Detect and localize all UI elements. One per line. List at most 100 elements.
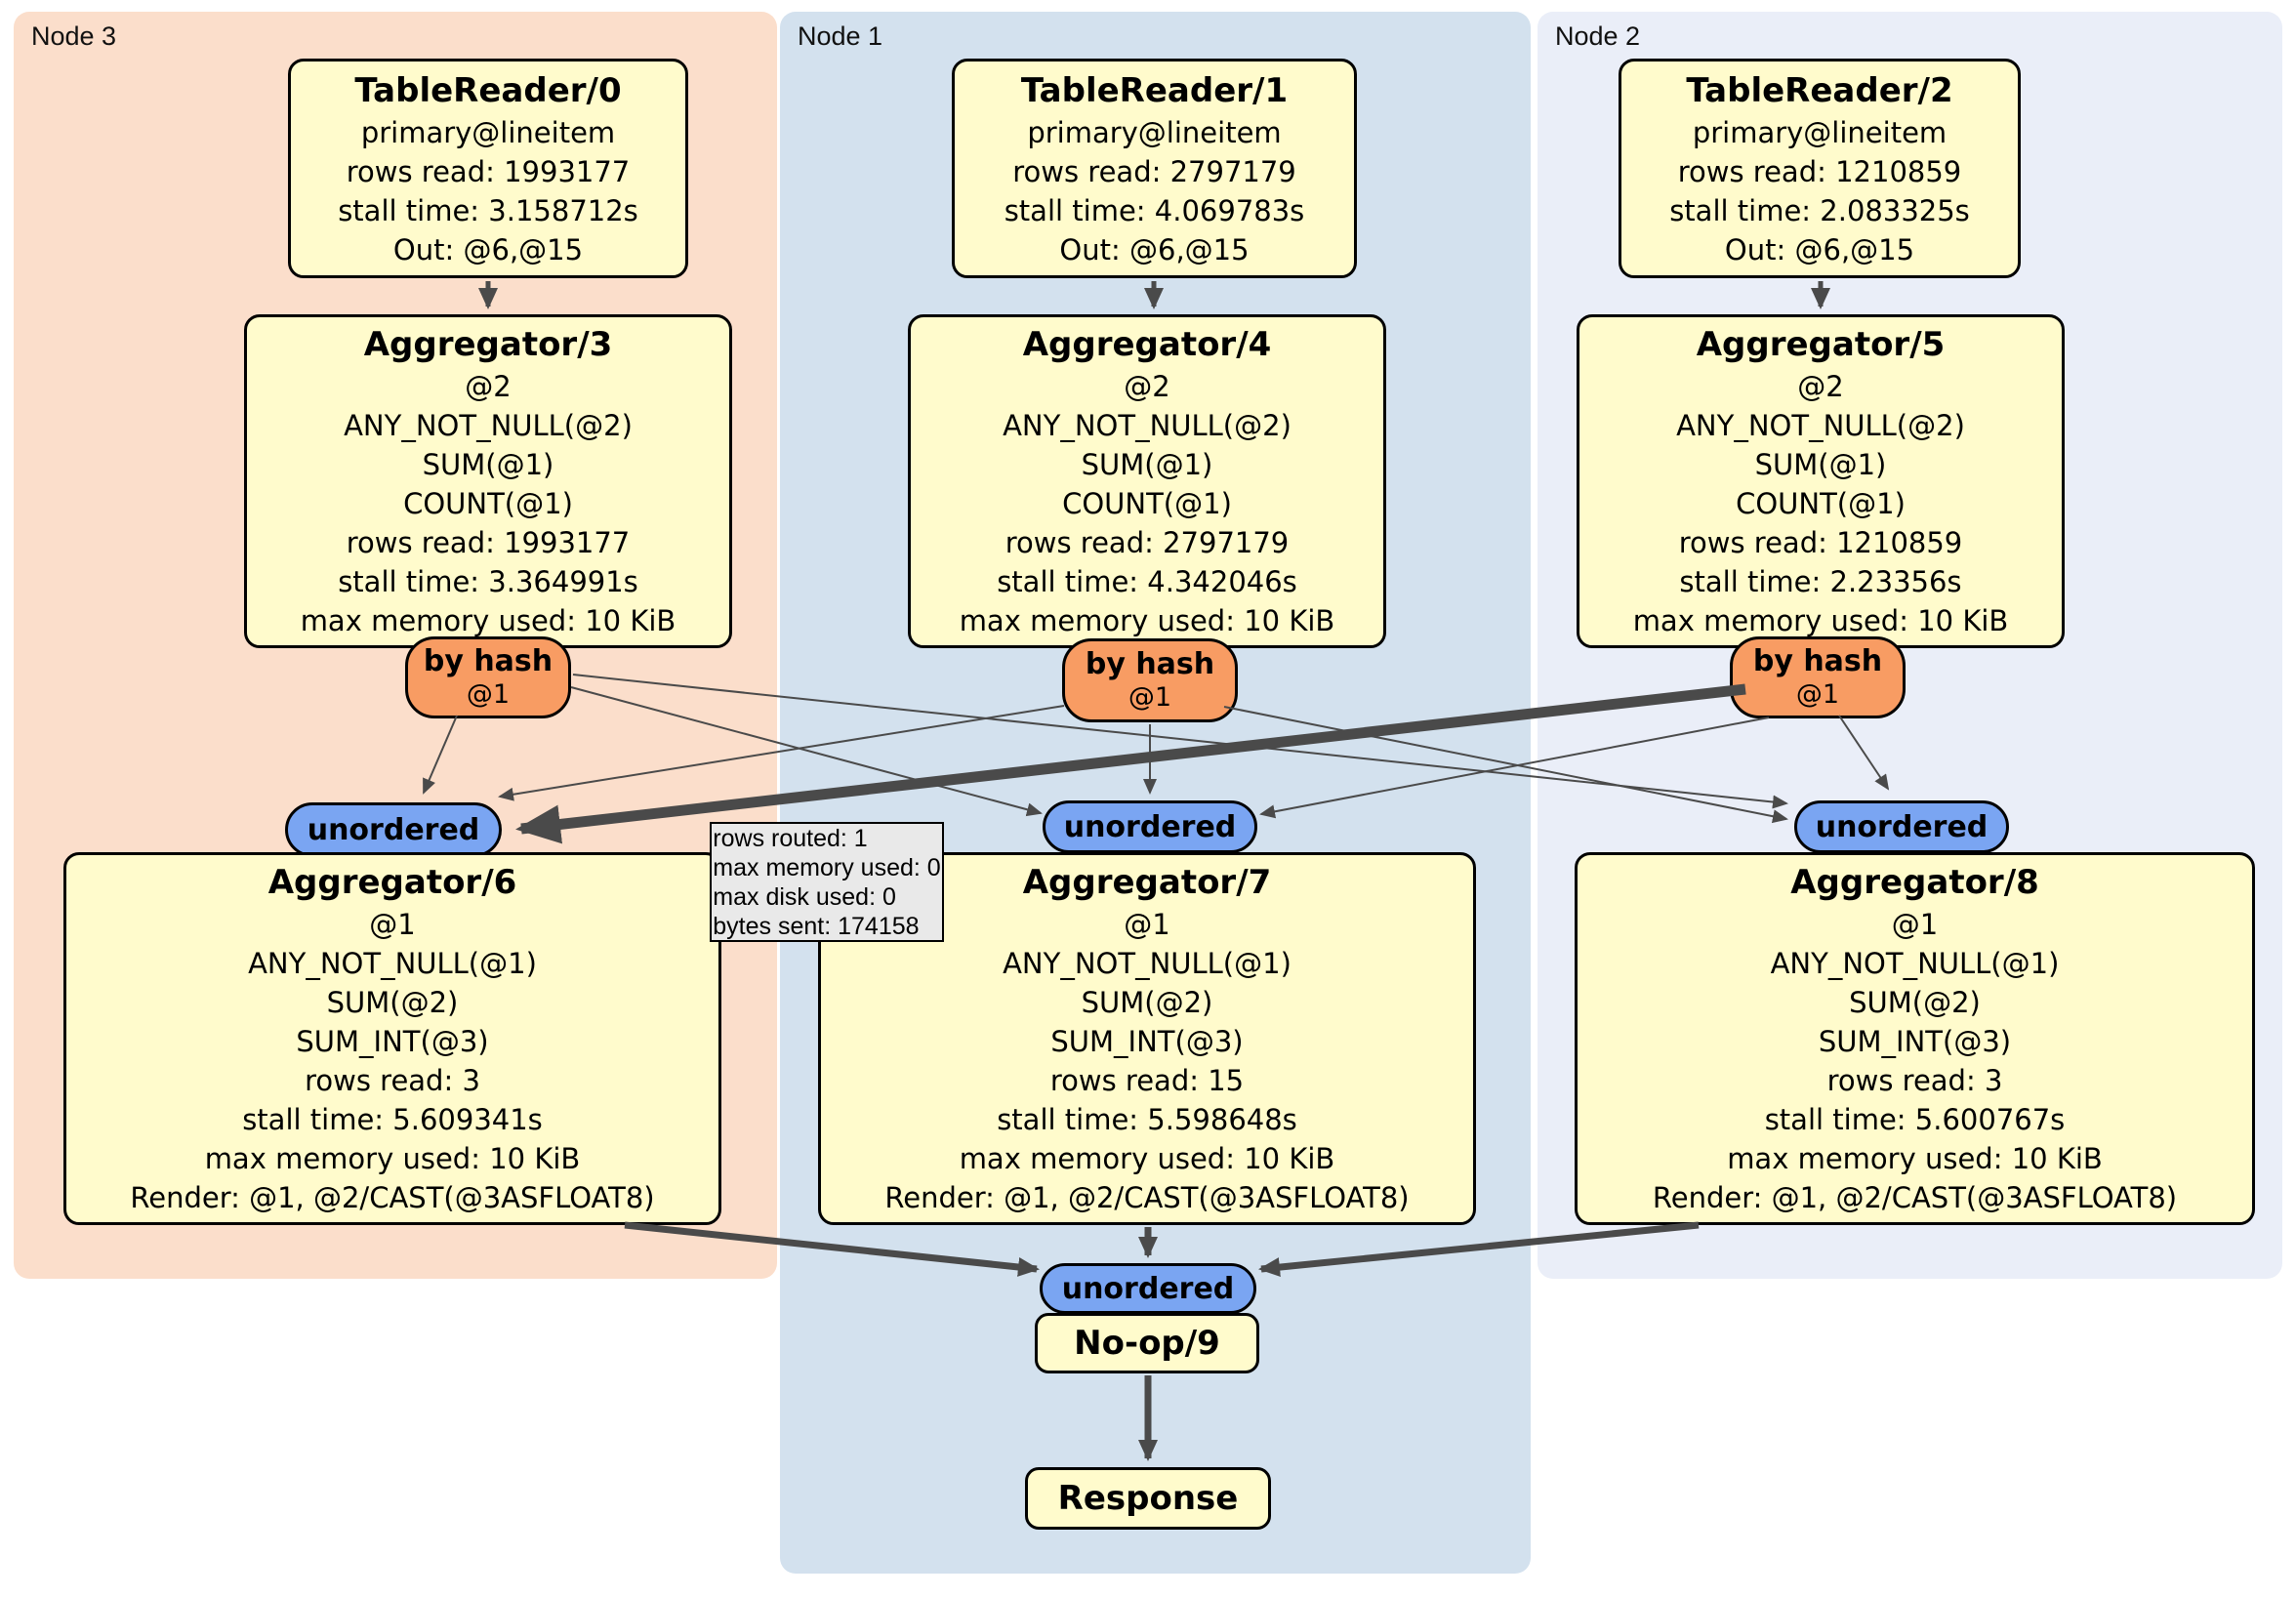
detail-line: SUM_INT(@3) [1818,1025,2012,1058]
detail-line: max memory used: 0 [713,853,941,881]
panel-node2-label: Node 2 [1555,21,1641,51]
sync-unordered-node2[interactable]: unordered [1794,800,2009,853]
detail-line: @2 [1124,370,1170,403]
detail-line: ANY_NOT_NULL(@1) [1003,947,1292,980]
detail-line: stall time: 2.083325s [1669,193,1970,227]
detail-line: rows read: 1210859 [1677,154,1962,188]
processor-title: TableReader/2 [1686,70,1953,110]
detail-line: Render: @1, @2/CAST(@3ASFLOAT8) [130,1181,655,1214]
detail-line: @2 [465,370,512,403]
processor-title: Aggregator/8 [1790,863,2039,902]
processor-title: No-op/9 [1074,1324,1220,1363]
detail-line: Out: @6,@15 [392,232,584,266]
processor-title: Aggregator/6 [267,863,517,902]
detail-line: COUNT(@1) [1736,487,1906,520]
detail-line: @2 [1797,370,1844,403]
sync-label: unordered [1815,809,1988,844]
router-label: by hash [423,644,554,678]
detail-line: max disk used: 0 [713,882,896,911]
response-box[interactable]: Response [1025,1467,1271,1530]
detail-line: rows read: 1993177 [346,154,631,188]
detail-line: ANY_NOT_NULL(@1) [1770,947,2060,980]
detail-line: ANY_NOT_NULL(@1) [248,947,537,980]
detail-line: Render: @1, @2/CAST(@3ASFLOAT8) [1652,1181,2178,1214]
detail-line: SUM(@1) [422,448,554,481]
sync-unordered-final[interactable]: unordered [1040,1263,1256,1314]
detail-line: max memory used: 10 KiB [959,604,1335,637]
detail-line: rows read: 1210859 [1678,526,1963,559]
processor-noop-9[interactable]: No-op/9 [1035,1313,1259,1373]
detail-line: SUM(@1) [1754,448,1887,481]
detail-line: rows read: 3 [1826,1064,2003,1097]
detail-line: rows routed: 1 [713,824,868,852]
sync-unordered-node1[interactable]: unordered [1043,800,1257,853]
detail-line: SUM(@2) [1849,986,1981,1019]
detail-line: SUM(@2) [326,986,459,1019]
detail-line: SUM_INT(@3) [1050,1025,1244,1058]
detail-line: stall time: 5.609341s [242,1103,543,1136]
detail-line: stall time: 4.069783s [1004,193,1305,227]
sync-unordered-node3[interactable]: unordered [285,802,502,857]
detail-line: max memory used: 10 KiB [300,604,676,637]
detail-line: ANY_NOT_NULL(@2) [1003,409,1292,442]
router-stream: @1 [1795,679,1840,710]
router-by-hash-node3[interactable]: by hash @1 [405,636,571,718]
detail-line: ANY_NOT_NULL(@2) [1676,409,1965,442]
router-label: by hash [1085,647,1215,681]
router-stream: @1 [1128,682,1172,713]
detail-line: Out: @6,@15 [1059,232,1250,266]
processor-title: Aggregator/5 [1696,325,1946,364]
detail-line: primary@lineitem [1027,115,1282,149]
detail-line: rows read: 2797179 [1004,526,1290,559]
detail-line: max memory used: 10 KiB [204,1142,581,1175]
detail-line: COUNT(@1) [1062,487,1232,520]
processor-title: TableReader/0 [354,70,622,110]
detail-line: stall time: 3.158712s [338,193,638,227]
sync-label: unordered [307,812,480,847]
router-by-hash-node1[interactable]: by hash @1 [1062,638,1238,722]
edge-router2-sync3-thick[interactable] [515,683,1746,844]
processor-title: Aggregator/4 [1022,325,1272,364]
router-label: by hash [1752,644,1883,678]
detail-line: stall time: 5.600767s [1764,1103,2066,1136]
detail-line: stall time: 4.342046s [997,565,1297,598]
detail-line: @1 [369,908,416,941]
detail-line: @1 [1124,908,1170,941]
detail-line: Render: @1, @2/CAST(@3ASFLOAT8) [884,1181,1410,1214]
detail-line: stall time: 2.23356s [1679,565,1962,598]
detail-line: rows read: 15 [1049,1064,1245,1097]
detail-line: SUM_INT(@3) [296,1025,489,1058]
sync-label: unordered [1063,809,1237,844]
detail-line: rows read: 1993177 [346,526,631,559]
processor-title: Response [1057,1479,1239,1518]
panel-node1-label: Node 1 [798,21,883,51]
detail-line: bytes sent: 174158 [713,912,920,940]
processor-title: Aggregator/3 [363,325,613,364]
detail-line: max memory used: 10 KiB [1727,1142,2103,1175]
panel-node3-label: Node 3 [31,21,117,51]
router-by-hash-node2[interactable]: by hash @1 [1730,636,1906,718]
detail-line: COUNT(@1) [403,487,573,520]
processor-title: TableReader/1 [1020,70,1289,110]
sync-label: unordered [1061,1271,1235,1306]
